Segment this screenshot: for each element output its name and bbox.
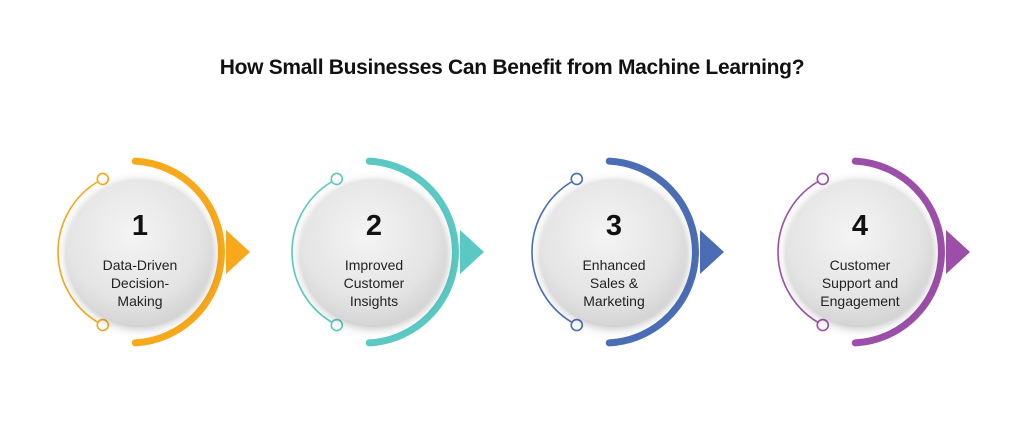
top-dot-icon — [330, 172, 344, 186]
step-label-line: Insights — [350, 293, 398, 309]
step-number: 3 — [606, 210, 622, 242]
pointer-arrow-icon — [460, 230, 484, 274]
step-number: 2 — [366, 210, 382, 242]
step-label-line: Enhanced — [582, 257, 645, 273]
pointer-arrow-icon — [700, 230, 724, 274]
pointer-arrow-icon — [946, 230, 970, 274]
top-dot-icon — [96, 172, 110, 186]
step-label-line: Data-Driven — [103, 257, 178, 273]
outer-arc — [605, 157, 699, 347]
inner-arc — [777, 178, 824, 326]
step-disc — [67, 179, 213, 325]
top-dot-icon — [816, 172, 830, 186]
bottom-dot-icon — [330, 318, 344, 332]
step-label-line: Engagement — [820, 293, 900, 309]
outer-arc — [365, 157, 459, 347]
step-disc — [787, 179, 933, 325]
page-title: How Small Businesses Can Benefit from Ma… — [219, 56, 805, 79]
step-label-line: Decision- — [111, 275, 170, 291]
inner-arc — [291, 178, 338, 326]
outer-arc — [131, 157, 225, 347]
step-label-line: Making — [117, 293, 162, 309]
outer-arc — [851, 157, 945, 347]
bottom-dot-icon — [96, 318, 110, 332]
step-disc — [541, 179, 687, 325]
step-label-line: Improved — [345, 257, 403, 273]
step-number: 4 — [852, 210, 868, 242]
step-label-line: Marketing — [583, 293, 644, 309]
step-label-line: Support and — [822, 275, 898, 291]
step-label-line: Customer — [344, 275, 405, 291]
inner-arc — [531, 178, 578, 326]
inner-arc — [57, 178, 104, 326]
top-dot-icon — [570, 172, 584, 186]
step-number: 1 — [132, 210, 148, 242]
step-disc — [301, 179, 447, 325]
step-label-line: Sales & — [590, 275, 639, 291]
step-label-line: Customer — [830, 257, 891, 273]
pointer-arrow-icon — [226, 230, 250, 274]
bottom-dot-icon — [816, 318, 830, 332]
bottom-dot-icon — [570, 318, 584, 332]
